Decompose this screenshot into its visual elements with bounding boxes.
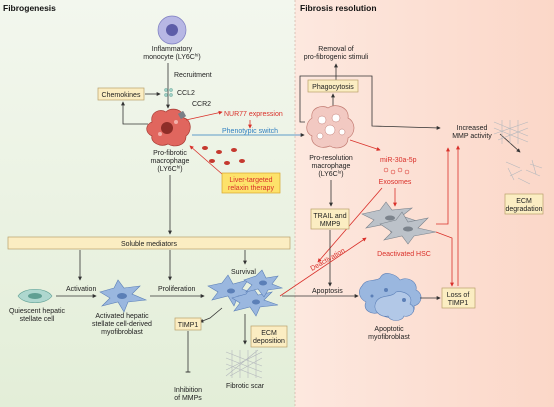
nur77-arrow	[185, 110, 223, 121]
increased-mmp-line1: Increased	[457, 125, 488, 132]
phagocytosis-to-mmp-arrow	[299, 75, 441, 130]
activated-myofibroblast-cell	[99, 279, 148, 313]
proresolution-label-line2: macrophage	[312, 163, 351, 170]
removal-label-line2: pro-fibrogenic stimuli	[304, 54, 369, 61]
pro-fibrotic-macrophage-cell	[146, 108, 191, 147]
ecm-degradation-box	[504, 193, 544, 215]
quiescent-label-line1: Quiescent hepatic	[9, 308, 66, 315]
relaxin-label-line2: relaxin therapy	[228, 185, 274, 192]
phagocytosis-box	[307, 79, 359, 93]
fibrosis-resolution-heading: Fibrosis resolution	[300, 3, 377, 13]
relaxin-to-macrophage-arrow	[189, 145, 223, 175]
fibrotic-scar-mesh	[225, 349, 263, 379]
relaxin-label-line1: Liver-targeted	[229, 177, 272, 184]
pro-resolution-macrophage-cell	[306, 105, 355, 149]
activated-label-line1: Activated hepatic	[95, 313, 149, 320]
quiescent-stellate-cell	[17, 288, 53, 304]
survival-label: Survival	[231, 269, 256, 276]
ecm-mesh-intact	[493, 120, 529, 144]
ecm-deposition-line2: deposition	[253, 338, 285, 345]
timp1-label: TIMP1	[178, 322, 199, 329]
soluble-mediators-label: Soluble mediators	[121, 241, 178, 248]
exosome-vesicles	[383, 167, 410, 175]
quiescent-label-line2: stellate cell	[20, 316, 55, 323]
removal-label-line1: Removal of	[318, 46, 353, 53]
ccl2-molecules	[164, 88, 173, 97]
increased-mmp-line2: MMP activity	[452, 133, 492, 140]
proresolution-label-line1: Pro-resolution	[309, 155, 353, 162]
fibrotic-scar-label: Fibrotic scar	[226, 383, 265, 390]
chemokines-label: Chemokines	[102, 92, 141, 99]
apoptotic-label-line2: myofibroblast	[368, 334, 410, 341]
activated-label-line3: myofibroblast	[101, 329, 143, 336]
apoptotic-myofibroblast-cells	[359, 273, 422, 321]
loss-of-timp1-box	[441, 287, 476, 309]
inhibition-label-line2: of MMPs	[174, 395, 202, 402]
trail-mmp9-box	[310, 208, 350, 230]
soluble-mediators-box	[7, 236, 291, 250]
deactivated-hsc-label: Deactivated HSC	[377, 251, 431, 258]
activation-label: Activation	[66, 286, 96, 293]
ccr2-receptor	[177, 110, 187, 120]
ccl2-label: CCL2	[177, 90, 195, 97]
trail-label-line2: MMP9	[320, 221, 340, 228]
macrophage-to-chemokines-arrow	[121, 101, 148, 125]
profibrotic-label-line1: Pro-fibrotic	[153, 150, 187, 157]
hsc-to-mmp-arrow	[436, 147, 450, 225]
ecm-degradation-line1: ECM	[516, 198, 532, 205]
monocyte-label-line2: monocyte (LY6Chi)	[143, 53, 200, 62]
phenotypic-switch-label: Phenotypic switch	[222, 128, 278, 135]
phagocytosis-label: Phagocytosis	[312, 84, 354, 91]
apoptotic-label-line1: Apoptotic	[374, 326, 404, 333]
trail-label-line1: TRAIL and	[313, 213, 346, 220]
mir-label: miR-30a-5p	[380, 157, 417, 164]
exosomes-deactivation-arrow	[317, 187, 383, 263]
inflammatory-monocyte-cell	[157, 15, 187, 45]
relaxin-particles	[202, 146, 245, 165]
hsc-to-timp1-loss-arrow	[435, 231, 454, 287]
fibrogenesis-heading: Fibrogenesis	[3, 3, 56, 13]
loss-timp1-line1: Loss of	[447, 292, 470, 299]
profibrotic-label-line2: macrophage	[151, 158, 190, 165]
cluster-deactivation-arrow	[279, 237, 367, 297]
chemokines-box	[97, 87, 145, 101]
profibrotic-label-line3: (LY6Chi)	[157, 165, 182, 174]
nur77-label: NUR77 expression	[224, 111, 283, 118]
proliferation-label: Proliferation	[158, 286, 195, 293]
ecm-deposition-box	[250, 325, 288, 348]
cluster-to-timp1-arrow	[199, 307, 223, 323]
ecm-degradation-line2: degradation	[506, 206, 543, 213]
liver-targeted-relaxin-therapy-box	[221, 172, 281, 194]
recruitment-label: Recruitment	[174, 72, 212, 79]
fibrogenesis-panel	[0, 0, 295, 407]
monocyte-label-line1: Inflammatory	[152, 46, 193, 53]
apoptosis-label: Apoptosis	[312, 288, 343, 295]
ecm-deposition-line1: ECM	[261, 330, 277, 337]
loss-timp1-line2: TIMP1	[448, 300, 469, 307]
macrophage-to-exosomes-arrow	[349, 139, 381, 151]
exosomes-label: Exosomes	[379, 179, 412, 186]
activated-label-line2: stellate cell-derived	[92, 321, 152, 328]
ccr2-label: CCR2	[192, 101, 211, 108]
inhibition-label-line1: Inhibition	[174, 387, 202, 394]
ecm-mesh-degraded	[505, 159, 543, 185]
proresolution-label-line3: (LY6Clo)	[318, 170, 343, 179]
timp1-box	[174, 317, 202, 331]
myofibroblast-cluster	[207, 269, 284, 317]
